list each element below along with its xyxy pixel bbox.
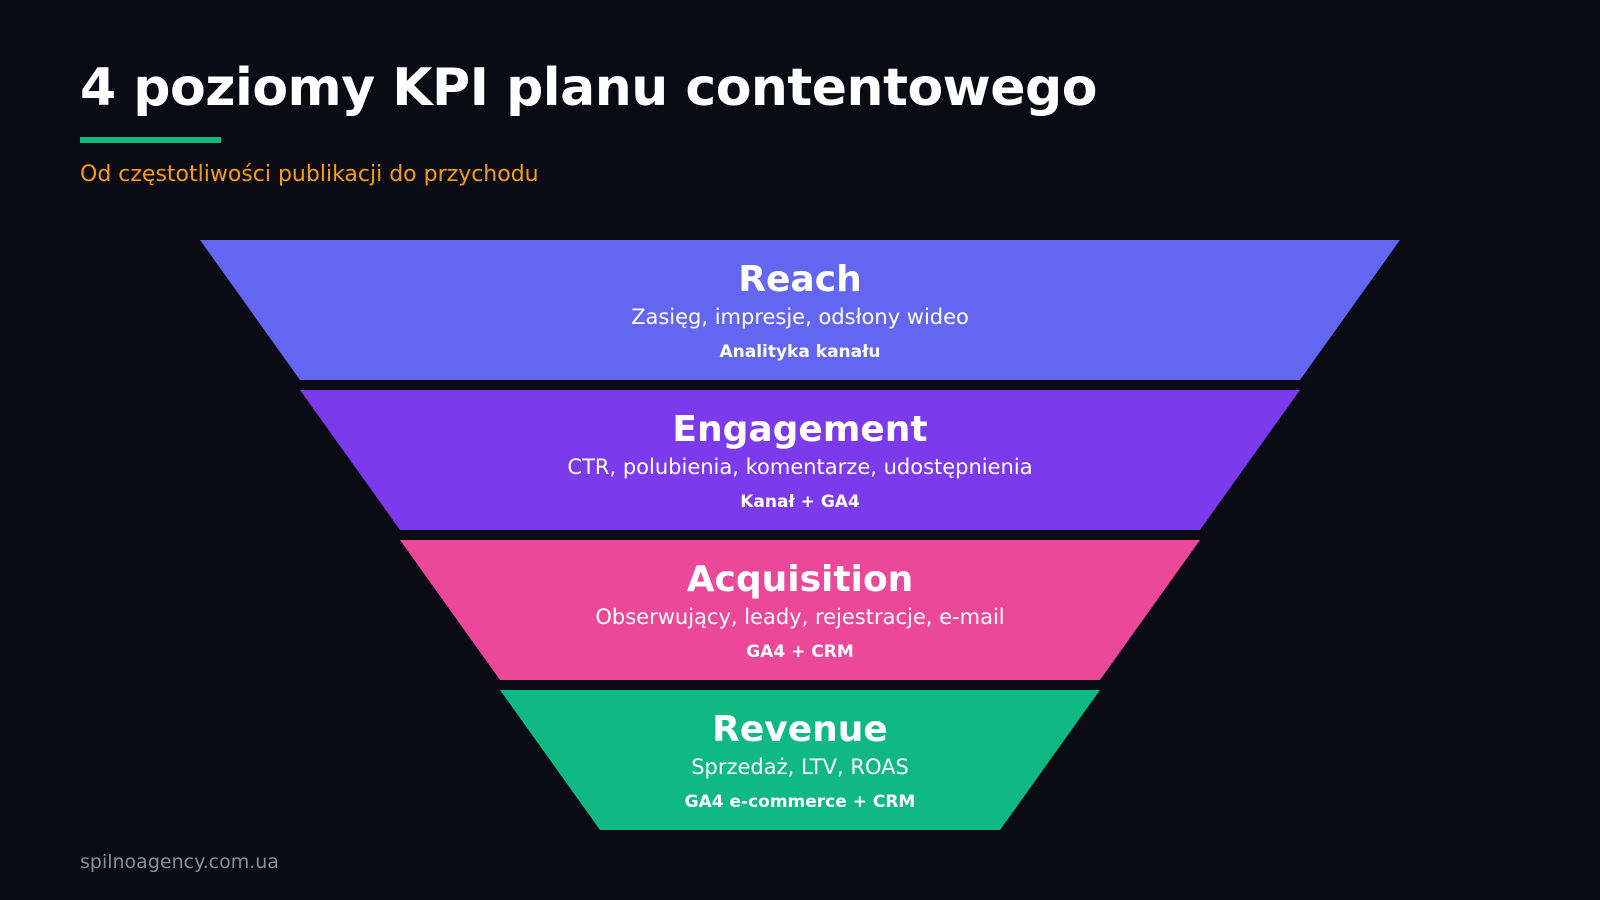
funnel-level-engagement: Engagement CTR, polubienia, komentarze, …: [300, 390, 1300, 530]
level-source-revenue: GA4 e-commerce + CRM: [685, 792, 916, 812]
level-metrics-reach: Zasięg, impresje, odsłony wideo: [631, 305, 969, 329]
page-subtitle: Od częstotliwości publikacji do przychod…: [80, 162, 539, 187]
level-label-engagement: Engagement: [672, 409, 927, 450]
funnel-segment-acquisition: [400, 540, 1200, 680]
title-accent-line: [80, 137, 221, 143]
level-metrics-engagement: CTR, polubienia, komentarze, udostępnien…: [567, 455, 1032, 479]
level-label-revenue: Revenue: [712, 709, 888, 750]
page-title: 4 poziomy KPI planu contentowego: [80, 58, 1097, 118]
level-label-reach: Reach: [738, 259, 861, 300]
funnel-level-reach: Reach Zasięg, impresje, odsłony wideo An…: [200, 240, 1400, 380]
funnel-segment-engagement: [300, 390, 1300, 530]
level-metrics-acquisition: Obserwujący, leady, rejestracje, e-mail: [595, 605, 1004, 629]
funnel-level-revenue: Revenue Sprzedaż, LTV, ROAS GA4 e-commer…: [500, 690, 1100, 830]
level-source-engagement: Kanał + GA4: [740, 492, 860, 512]
level-source-acquisition: GA4 + CRM: [746, 642, 854, 662]
level-metrics-revenue: Sprzedaż, LTV, ROAS: [691, 755, 909, 779]
funnel-segment-revenue: [500, 690, 1100, 830]
level-source-reach: Analityka kanału: [719, 342, 880, 362]
funnel-level-acquisition: Acquisition Obserwujący, leady, rejestra…: [400, 540, 1200, 680]
funnel-segment-reach: [200, 240, 1400, 380]
footer-site-url: spilnoagency.com.ua: [80, 851, 279, 873]
level-label-acquisition: Acquisition: [687, 559, 914, 600]
